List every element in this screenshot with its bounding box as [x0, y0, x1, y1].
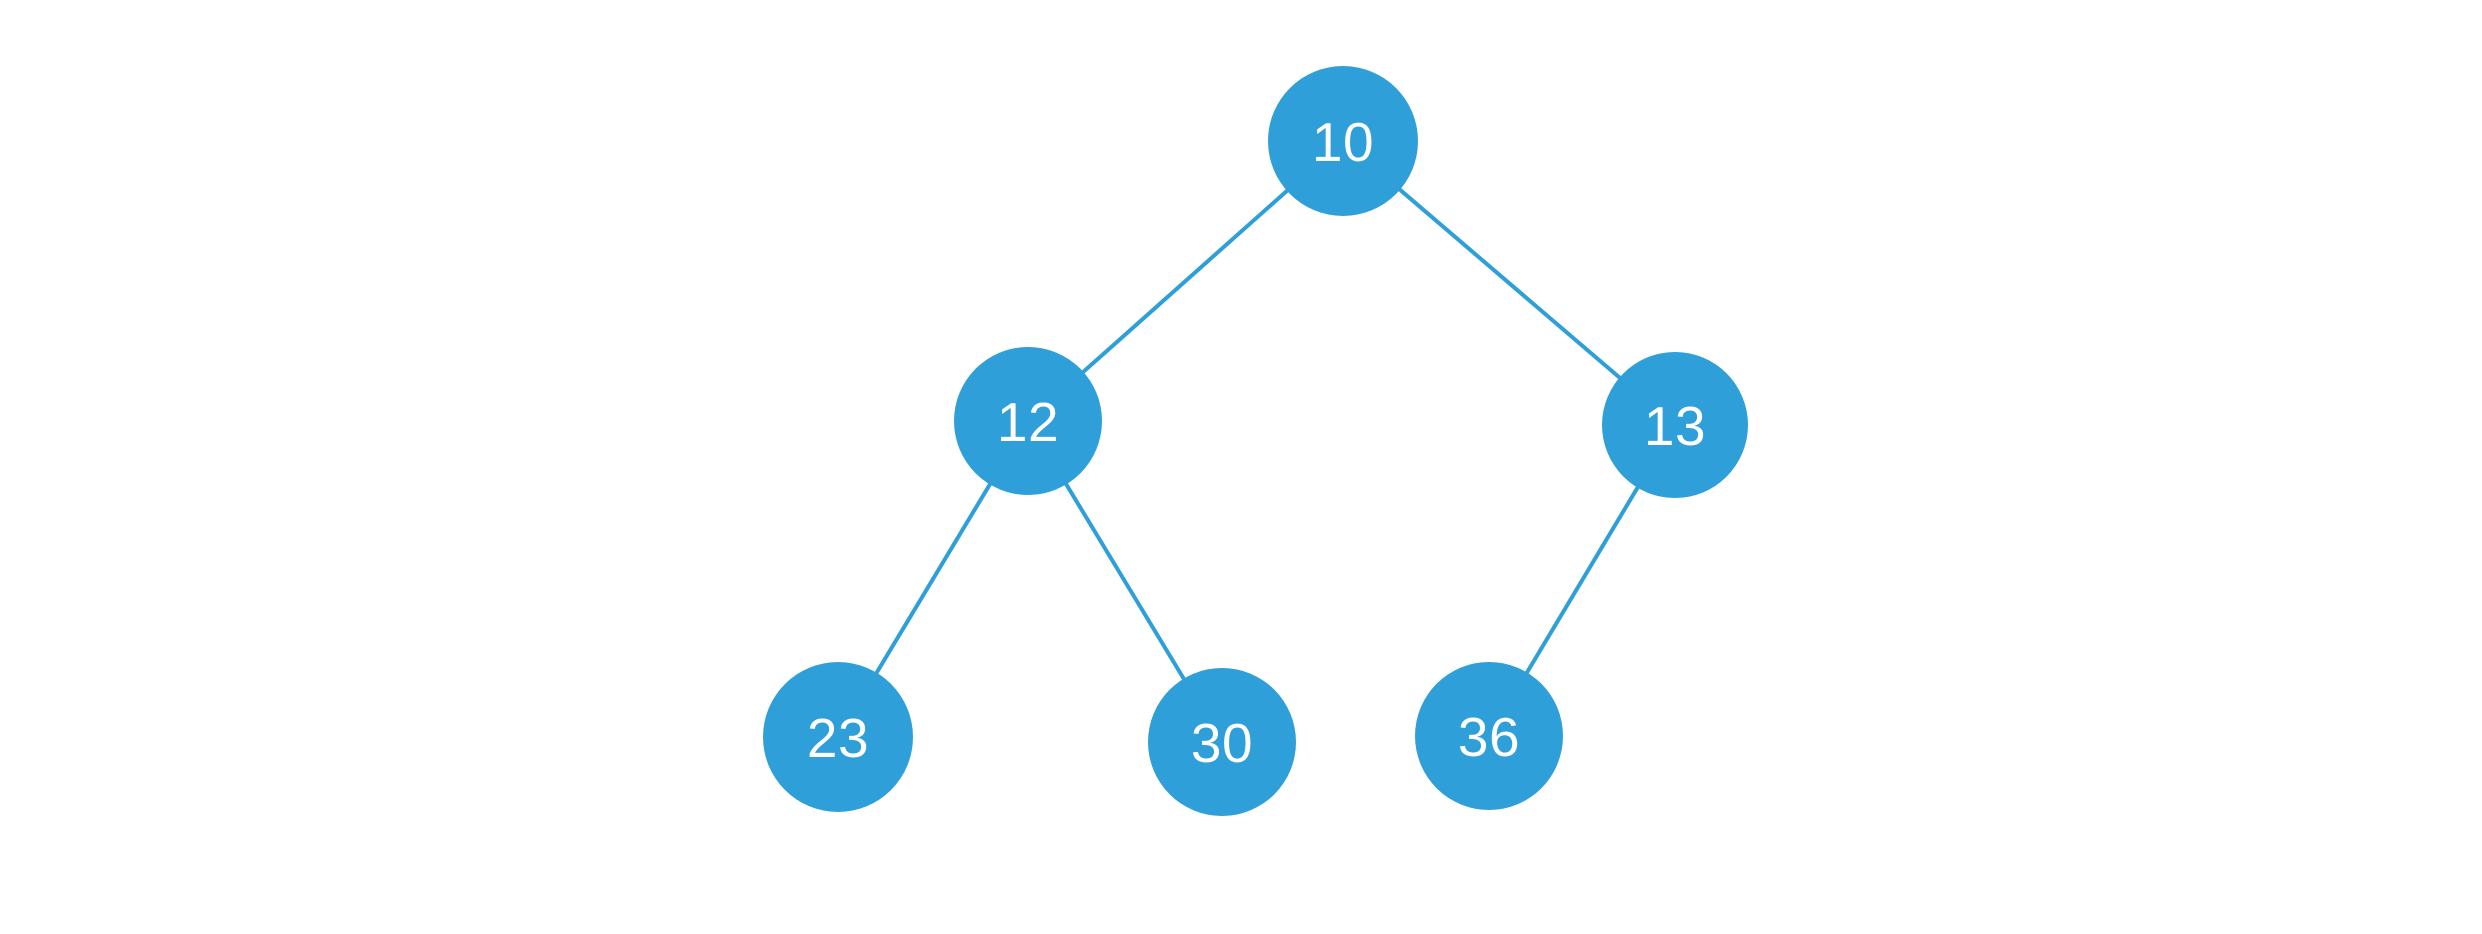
tree-node-circle-30[interactable] — [1148, 668, 1296, 816]
node-layer: 10 12 13 23 30 36 — [763, 66, 1748, 816]
tree-node-circle-12[interactable] — [954, 347, 1102, 495]
tree-node-label-36: 36 — [1458, 706, 1520, 768]
tree-node-circle-36[interactable] — [1415, 662, 1563, 810]
tree-node-36[interactable]: 36 — [1415, 662, 1563, 810]
tree-node-circle-13[interactable] — [1602, 352, 1748, 498]
tree-node-label-12: 12 — [997, 391, 1059, 453]
tree-node-12[interactable]: 12 — [954, 347, 1102, 495]
tree-node-30[interactable]: 30 — [1148, 668, 1296, 816]
tree-node-13[interactable]: 13 — [1602, 352, 1748, 498]
tree-node-label-30: 30 — [1191, 712, 1253, 774]
tree-node-circle-10[interactable] — [1268, 66, 1418, 216]
tree-node-label-23: 23 — [807, 707, 869, 769]
tree-node-circle-23[interactable] — [763, 662, 913, 812]
tree-node-23[interactable]: 23 — [763, 662, 913, 812]
tree-node-label-10: 10 — [1312, 111, 1374, 173]
tree-node-10[interactable]: 10 — [1268, 66, 1418, 216]
tree-node-label-13: 13 — [1644, 395, 1706, 457]
